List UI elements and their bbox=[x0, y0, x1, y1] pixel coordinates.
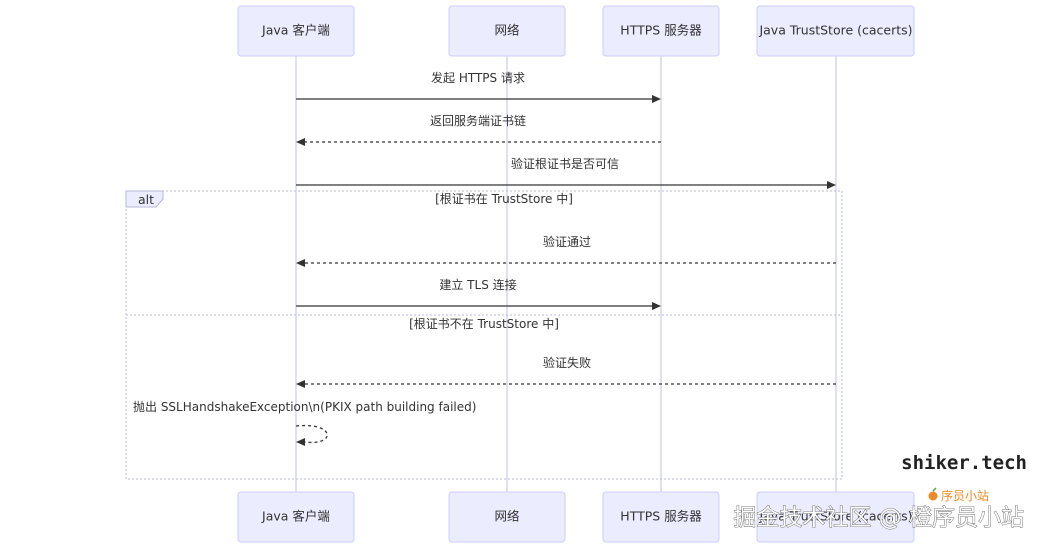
actor-top-client: Java 客户端 bbox=[237, 5, 355, 57]
message-label: 验证根证书是否可信 bbox=[511, 156, 619, 171]
orange-fruit-icon bbox=[928, 491, 938, 501]
brand-label: 序员小站 bbox=[941, 488, 989, 503]
alt-keyword: alt bbox=[138, 192, 154, 207]
actor-bottom-truststore: Java TrustStore (cacerts) bbox=[756, 491, 915, 543]
message-throw-exception: 抛出 SSLHandshakeException\n(PKIX path bui… bbox=[133, 399, 476, 446]
actor-label: HTTPS 服务器 bbox=[620, 23, 702, 38]
actor-top-truststore: Java TrustStore (cacerts) bbox=[756, 5, 915, 57]
actor-label: HTTPS 服务器 bbox=[620, 509, 702, 524]
message-establish-tls: 建立 TLS 连接 bbox=[296, 277, 661, 310]
alt-frame: alt [根证书在 TrustStore 中] [根证书不在 TrustStor… bbox=[125, 190, 843, 480]
arrowhead-icon bbox=[296, 438, 305, 446]
alt-condition-1: [根证书在 TrustStore 中] bbox=[435, 191, 573, 206]
actor-label: Java TrustStore (cacerts) bbox=[758, 509, 912, 524]
message-verify-fail: 验证失败 bbox=[296, 355, 836, 388]
actor-label: Java TrustStore (cacerts) bbox=[758, 23, 912, 38]
message-verify-root: 验证根证书是否可信 bbox=[296, 156, 836, 189]
message-label: 建立 TLS 连接 bbox=[439, 277, 516, 292]
message-label: 返回服务端证书链 bbox=[430, 113, 526, 128]
message-label: 抛出 SSLHandshakeException\n(PKIX path bui… bbox=[133, 399, 476, 414]
arrowhead-icon bbox=[652, 95, 661, 103]
actor-bottom-network: 网络 bbox=[448, 491, 566, 543]
self-loop-arrow bbox=[295, 424, 328, 444]
message-label: 验证通过 bbox=[543, 234, 591, 249]
arrowhead-icon bbox=[652, 302, 661, 310]
message-label: 发起 HTTPS 请求 bbox=[431, 70, 525, 85]
message-label: 验证失败 bbox=[543, 355, 591, 370]
platform-watermark: 掘金技术社区 @ 橙序员小站 bbox=[733, 505, 1024, 531]
actor-top-server: HTTPS 服务器 bbox=[602, 5, 720, 57]
actor-bottom-client: Java 客户端 bbox=[237, 491, 355, 543]
actor-bottom-server: HTTPS 服务器 bbox=[602, 491, 720, 543]
arrowhead-icon bbox=[296, 380, 305, 388]
site-watermark: shiker.tech bbox=[901, 452, 1027, 474]
actor-label: Java 客户端 bbox=[261, 509, 330, 524]
actor-label: Java 客户端 bbox=[261, 23, 330, 38]
alt-condition-2: [根证书不在 TrustStore 中] bbox=[409, 316, 559, 331]
message-return-cert-chain: 返回服务端证书链 bbox=[296, 113, 661, 146]
message-verify-pass: 验证通过 bbox=[296, 234, 836, 267]
arrowhead-icon bbox=[827, 181, 836, 189]
arrowhead-icon bbox=[296, 259, 305, 267]
arrowhead-icon bbox=[296, 138, 305, 146]
message-send-request: 发起 HTTPS 请求 bbox=[296, 70, 661, 103]
actor-label: 网络 bbox=[494, 509, 520, 524]
brand-watermark: 序员小站 bbox=[928, 487, 989, 503]
actor-top-network: 网络 bbox=[448, 5, 566, 57]
actor-label: 网络 bbox=[494, 23, 520, 38]
